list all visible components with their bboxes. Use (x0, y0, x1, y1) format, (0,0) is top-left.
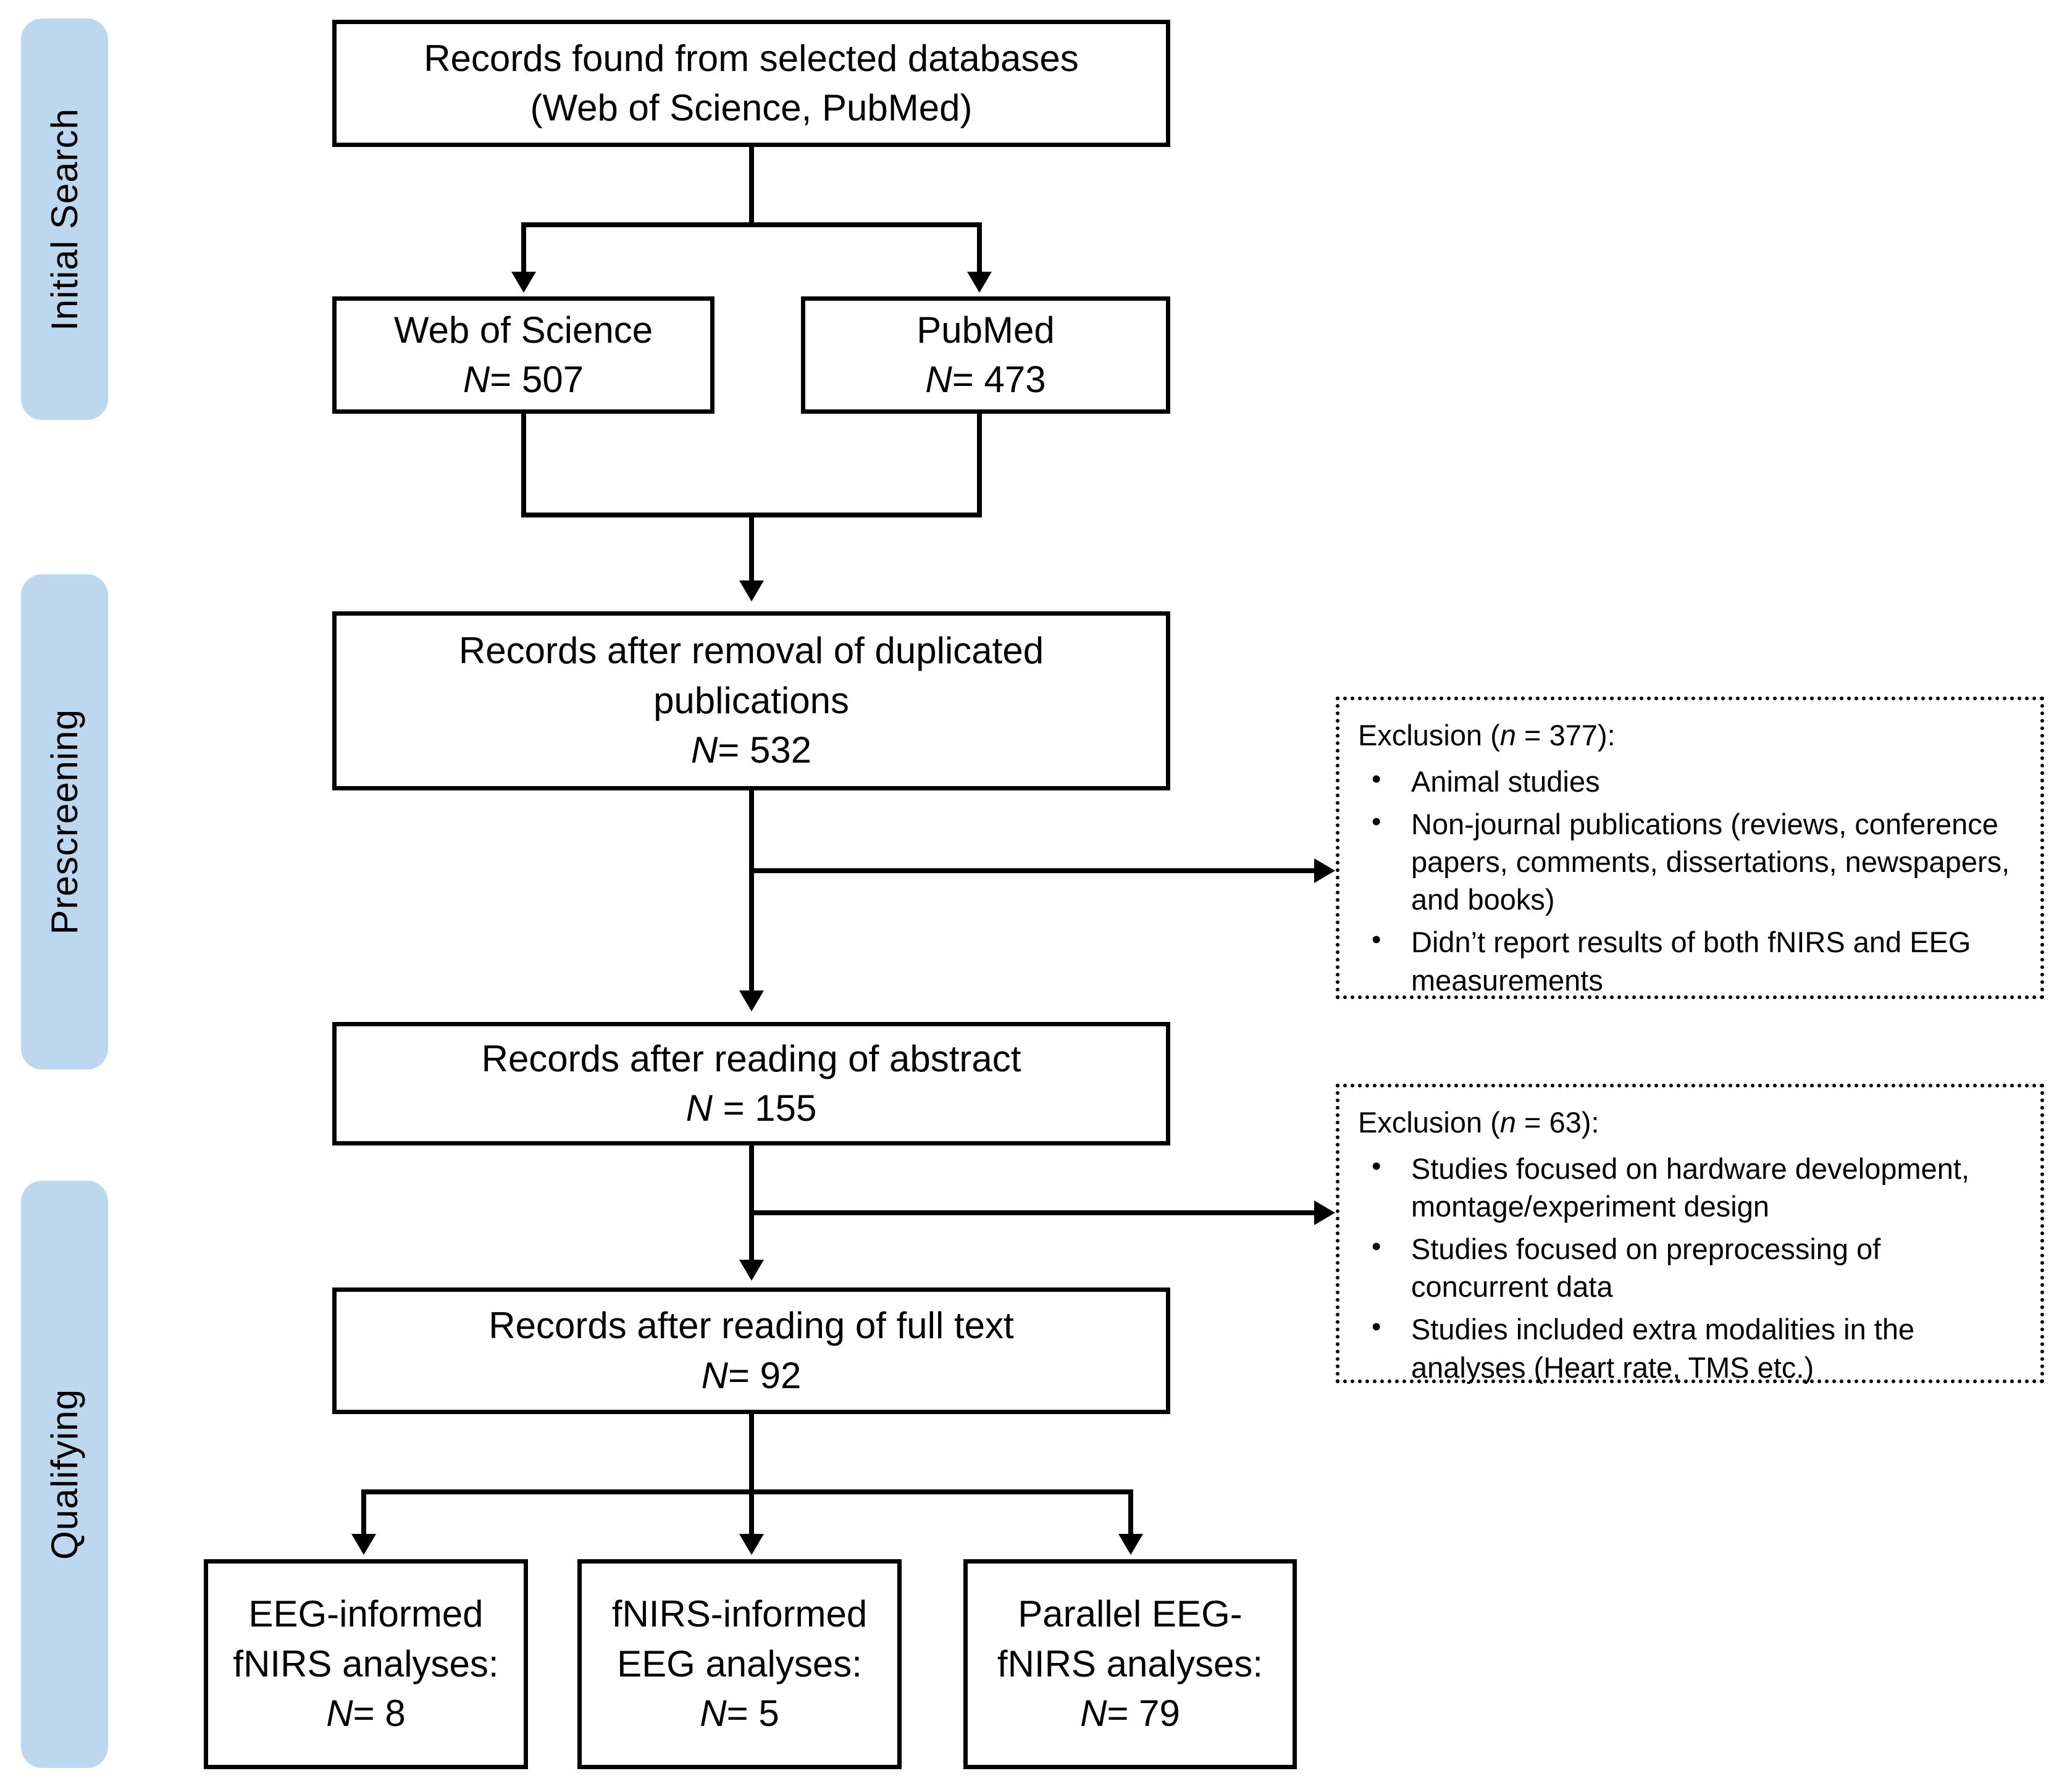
arrow-to-out2 (739, 1534, 764, 1555)
box-source-line2: (Web of Science, PubMed) (530, 87, 973, 128)
box-dedup-n-value: = 532 (718, 729, 812, 771)
connector-wos-down (521, 414, 526, 516)
arrow-to-out1 (351, 1534, 376, 1555)
box-out3-n-label: N (1080, 1693, 1107, 1735)
connector-to-out2 (749, 1489, 754, 1538)
arrow-to-dedup (739, 580, 764, 601)
exclusion-2-title: Exclusion (n = 63): (1358, 1106, 1599, 1139)
list-item: • Studies focused on preprocessing of con… (1358, 1230, 2024, 1305)
box-after-fulltext-reading: Records after reading of full text N= 92 (332, 1287, 1170, 1414)
bullet-icon: • (1372, 1151, 1381, 1182)
box-pubmed-line1: PubMed (916, 309, 1055, 351)
box-wos-n-label: N (463, 359, 490, 400)
connector-merge-down (749, 513, 754, 584)
box-fulltext-n-label: N (701, 1354, 728, 1396)
box-abstract-n-value: = 155 (712, 1087, 817, 1129)
box-out1-n-label: N (326, 1693, 353, 1735)
stage-pill-qualifying: Qualifying (21, 1181, 108, 1768)
connector-pubmed-down (977, 414, 982, 516)
bullet-icon: • (1372, 806, 1381, 837)
bullet-icon: • (1372, 1231, 1381, 1262)
box-out1-line1: EEG-informed (248, 1593, 484, 1635)
box-pubmed: PubMed N= 473 (801, 296, 1170, 414)
connector-to-pubmed (977, 222, 982, 275)
connector-to-out3 (1128, 1489, 1133, 1538)
box-out2-n-label: N (700, 1693, 727, 1735)
arrow-to-wos (511, 272, 536, 293)
exclusion-1-list: • Animal studies • Non-journal publication… (1358, 763, 2024, 999)
exclusion-2-list: • Studies focused on hardware development… (1358, 1150, 2024, 1386)
connector-to-out1 (361, 1489, 366, 1538)
box-source-line1: Records found from selected databases (424, 37, 1079, 79)
box-out2-line1: fNIRS-informed (611, 1593, 868, 1635)
box-abstract-n-label: N (685, 1087, 713, 1129)
box-out3-n-value: = 79 (1107, 1693, 1180, 1735)
box-out1-n-value: = 8 (353, 1693, 406, 1735)
bullet-icon: • (1372, 1312, 1381, 1342)
box-dedup-n-label: N (690, 729, 718, 771)
box-abstract-line1: Records after reading of abstract (481, 1037, 1021, 1079)
list-item: • Studies included extra modalities in th… (1358, 1310, 2024, 1386)
arrow-to-exclusion2 (1314, 1200, 1335, 1225)
connector-abstract-down (749, 1145, 754, 1263)
list-item: • Non-journal publications (reviews, conf… (1358, 805, 2024, 918)
box-web-of-science: Web of Science N= 507 (332, 296, 715, 414)
box-dedup-line1: Records after removal of duplicated (458, 630, 1044, 672)
connector-dedup-down (749, 790, 754, 994)
list-item: • Studies focused on hardware development… (1358, 1150, 2024, 1225)
stage-label-prescreening: Prescreening (43, 709, 85, 935)
connector-outcome-split (361, 1489, 1133, 1494)
box-after-abstract-reading: Records after reading of abstract N = 15… (332, 1022, 1170, 1145)
connector-dedup-to-exclusion1 (749, 868, 1316, 873)
connector-abstract-to-exclusion2 (749, 1210, 1316, 1215)
arrow-to-exclusion1 (1314, 858, 1335, 883)
stage-pill-prescreening: Prescreening (21, 574, 108, 1070)
bullet-icon: • (1372, 764, 1381, 795)
stage-label-qualifying: Qualifying (43, 1389, 85, 1560)
arrow-to-abstract (739, 990, 764, 1011)
list-item: • Animal studies (1358, 763, 2024, 800)
list-item: • Didn’t report results of both fNIRS and… (1358, 923, 2024, 999)
exclusion-panel-prescreening: Exclusion (n = 377): • Animal studies • No… (1336, 697, 2044, 999)
box-out1-line2: fNIRS analyses: (233, 1643, 499, 1685)
box-out2-line2: EEG analyses: (617, 1643, 862, 1685)
box-outcome-fnirs-informed-eeg: fNIRS-informed EEG analyses: N= 5 (577, 1559, 902, 1769)
box-dedup-line2: publications (653, 679, 849, 721)
box-outcome-parallel-eeg-fnirs: Parallel EEG- fNIRS analyses: N= 79 (963, 1559, 1297, 1769)
box-pubmed-n-value: = 473 (952, 359, 1046, 400)
exclusion-2-item-2: Studies included extra modalities in the… (1411, 1313, 1915, 1384)
exclusion-1-item-0: Animal studies (1411, 765, 1600, 798)
arrow-to-fulltext (739, 1260, 764, 1281)
box-wos-line1: Web of Science (393, 309, 653, 351)
exclusion-1-title: Exclusion (n = 377): (1358, 719, 1616, 752)
exclusion-2-item-1: Studies focused on preprocessing of conc… (1411, 1233, 1881, 1304)
box-fulltext-line1: Records after reading of full text (488, 1305, 1014, 1347)
connector-source-split (524, 222, 979, 227)
box-after-deduplication: Records after removal of duplicated publ… (332, 611, 1170, 790)
connector-source-down (749, 147, 754, 226)
box-out3-line1: Parallel EEG- (1018, 1593, 1243, 1635)
exclusion-1-item-2: Didn’t report results of both fNIRS and … (1411, 926, 1971, 997)
box-out3-line2: fNIRS analyses: (997, 1643, 1264, 1685)
connector-fulltext-down (749, 1414, 754, 1493)
exclusion-2-item-0: Studies focused on hardware development,… (1411, 1152, 1970, 1223)
box-outcome-eeg-informed-fnirs: EEG-informed fNIRS analyses: N= 8 (204, 1559, 528, 1769)
arrow-to-out3 (1118, 1534, 1143, 1555)
box-out2-n-value: = 5 (726, 1693, 779, 1735)
stage-label-initial-search: Initial Search (43, 107, 85, 331)
box-wos-n-value: = 507 (490, 359, 584, 400)
connector-to-wos (521, 222, 526, 275)
box-fulltext-n-value: = 92 (727, 1354, 802, 1396)
box-pubmed-n-label: N (925, 359, 952, 400)
box-source-records: Records found from selected databases (W… (332, 20, 1170, 147)
arrow-to-pubmed (967, 272, 992, 293)
exclusion-1-item-1: Non-journal publications (reviews, confe… (1411, 808, 2010, 916)
bullet-icon: • (1372, 924, 1381, 955)
exclusion-panel-qualifying: Exclusion (n = 63): • Studies focused on … (1336, 1084, 2044, 1386)
stage-pill-initial-search: Initial Search (21, 19, 108, 420)
